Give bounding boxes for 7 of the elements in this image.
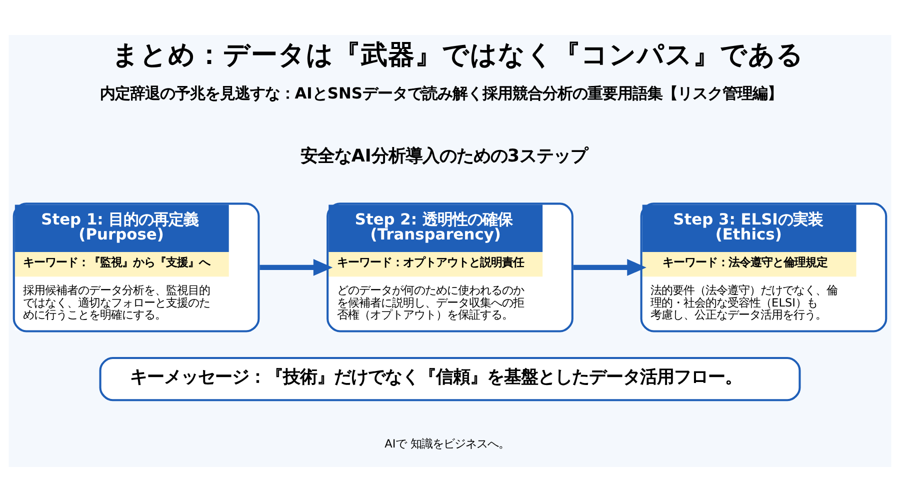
- node-box: キーメッセージ：『技術』だけでなく『信頼』を基盤としたデータ活用フロー。: [99, 356, 801, 402]
- label: AIで 知識をビジネスへ。: [384, 437, 510, 450]
- label: 安全なAI分析導入のための3ステップ: [300, 146, 588, 167]
- label: 内定辞退の予兆を見逃すな：AIとSNSデータで読み解く採用競合分析の重要用語集【リスク管理編】: [100, 84, 783, 102]
- arrow: [573, 259, 646, 276]
- diagram-title: まとめ：データは『武器』ではなく『コンパス』である: [112, 40, 804, 71]
- arrow: [260, 259, 333, 276]
